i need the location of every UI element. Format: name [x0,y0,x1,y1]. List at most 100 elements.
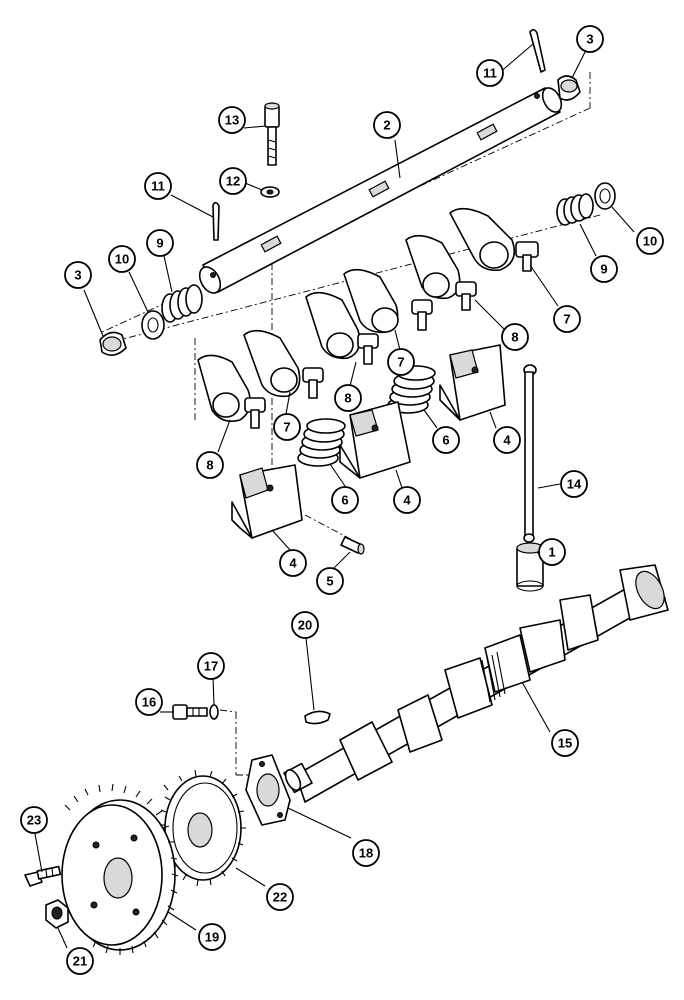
callout-11-top: 11 [476,59,504,87]
end-plug-top [557,75,581,101]
callout-15: 15 [551,729,579,757]
rocker-arm-3 [305,291,379,365]
valve-spring-right [387,365,436,414]
svg-text:16: 16 [142,695,156,710]
gear-bolt [24,865,62,887]
callout-4-top: 4 [493,426,521,454]
svg-text:20: 20 [298,618,312,633]
callout-22: 22 [266,883,294,911]
pedestal-bottom [231,464,303,539]
rocker-shaft [198,87,563,294]
end-plug-left [99,331,127,356]
svg-text:15: 15 [558,736,572,751]
split-pin-top [529,28,546,73]
rocker-arm-1 [197,354,266,429]
callout-3-left: 3 [64,261,92,289]
shaft-bolt [264,102,280,166]
svg-text:18: 18 [359,846,373,861]
svg-text:4: 4 [289,556,297,571]
svg-text:9: 9 [156,236,163,251]
svg-text:22: 22 [273,890,287,905]
svg-text:17: 17 [204,659,218,674]
svg-text:19: 19 [205,930,219,945]
svg-text:3: 3 [74,268,81,283]
callout-23: 23 [20,806,48,834]
rocker-arm-5 [405,234,477,311]
push-rod [523,364,537,543]
callout-4-bottom: 4 [279,549,307,577]
callout-16: 16 [135,688,163,716]
rocker-arm-2 [243,329,324,399]
svg-text:7: 7 [283,420,290,435]
camshaft-gear-teeth [481,651,506,703]
svg-text:10: 10 [115,252,129,267]
svg-text:11: 11 [151,179,165,194]
svg-text:8: 8 [344,391,351,406]
leader-lines [34,43,635,949]
callout-7-left: 7 [273,413,301,441]
valve-spring-left [297,418,346,467]
shaft-bolt-washer [260,186,280,198]
callout-12: 12 [219,167,247,195]
svg-text:8: 8 [511,330,518,345]
rocker-arm-4 [343,268,433,334]
idler-gear [160,769,246,887]
callout-3-top: 3 [576,25,604,53]
pedestal-middle [339,401,411,479]
camshaft-gear [61,783,179,955]
callout-11-left: 11 [144,172,172,200]
thrust-plate [245,754,291,826]
shaft-spring-right [556,193,594,226]
svg-text:2: 2 [383,118,390,133]
svg-text:7: 7 [397,355,404,370]
camshaft [283,564,669,803]
callout-2: 2 [373,111,401,139]
gear-nut [45,899,69,929]
svg-text:7: 7 [563,312,570,327]
woodruff-key [304,710,331,725]
svg-text:12: 12 [226,174,240,189]
svg-text:9: 9 [600,262,607,277]
callout-9-right: 9 [590,255,618,283]
callout-7-right: 7 [553,305,581,333]
callout-7-middle: 7 [387,348,415,376]
callouts: 1 2 3 3 4 4 4 5 6 6 7 7 7 8 8 8 9 9 10 1… [20,25,664,975]
callout-1: 1 [538,538,566,566]
rocker-arm-6 [449,207,539,272]
svg-text:3: 3 [586,32,593,47]
svg-text:21: 21 [73,954,87,969]
callout-21: 21 [66,947,94,975]
callout-5: 5 [316,567,344,595]
callout-19: 19 [198,923,226,951]
svg-text:8: 8 [206,458,213,473]
split-pin-left [212,201,220,241]
callout-13: 13 [218,106,246,134]
svg-text:13: 13 [225,113,239,128]
lock-washer [209,704,219,720]
svg-text:14: 14 [567,477,582,492]
dowel-pin [340,536,365,555]
callout-10-left: 10 [108,245,136,273]
svg-text:23: 23 [27,813,41,828]
svg-text:1: 1 [548,545,555,560]
shaft-spring-left [161,284,203,323]
callout-8-middle: 8 [334,384,362,412]
callout-4-middle: 4 [393,486,421,514]
svg-text:6: 6 [341,493,348,508]
callout-18: 18 [352,839,380,867]
washer-left [141,310,165,340]
thrust-plate-bolt [172,704,208,720]
svg-text:10: 10 [643,234,657,249]
callout-10-right: 10 [636,227,664,255]
pedestal-top [439,344,506,421]
svg-text:11: 11 [483,66,497,81]
svg-text:5: 5 [326,574,333,589]
callout-9-left: 9 [146,229,174,257]
svg-text:4: 4 [503,433,511,448]
svg-text:6: 6 [442,433,449,448]
callout-6-left: 6 [331,486,359,514]
callout-6-right: 6 [432,426,460,454]
svg-text:4: 4 [403,493,411,508]
washer-right [594,182,616,210]
